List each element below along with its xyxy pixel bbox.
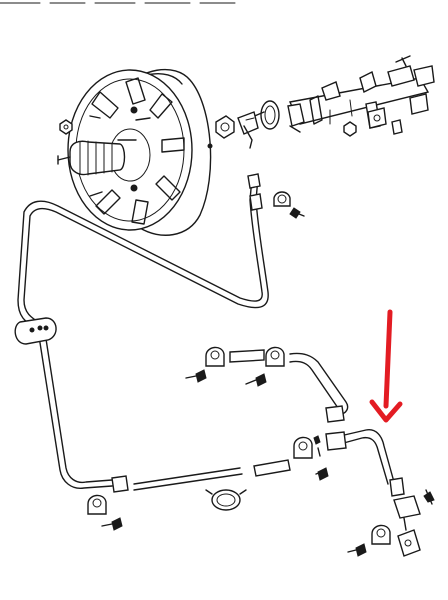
hose-bracket: [393, 495, 421, 557]
hose-clip: [205, 489, 247, 511]
booster-studs: [89, 106, 138, 197]
line-clamp: [273, 191, 305, 219]
rubber-grommet: [14, 317, 57, 345]
mounting-screws: [101, 369, 435, 557]
hose-union: [207, 111, 259, 149]
brake-line-left: [17, 173, 269, 493]
brake-booster: [57, 68, 212, 236]
master-cylinder: [249, 55, 435, 137]
booster-boot: [57, 140, 126, 176]
line-clamps-right: [87, 346, 391, 545]
highlight-arrow: [369, 309, 403, 423]
booster-ribs: [91, 77, 185, 225]
nut: [59, 119, 73, 135]
brake-line-right: [133, 349, 405, 497]
